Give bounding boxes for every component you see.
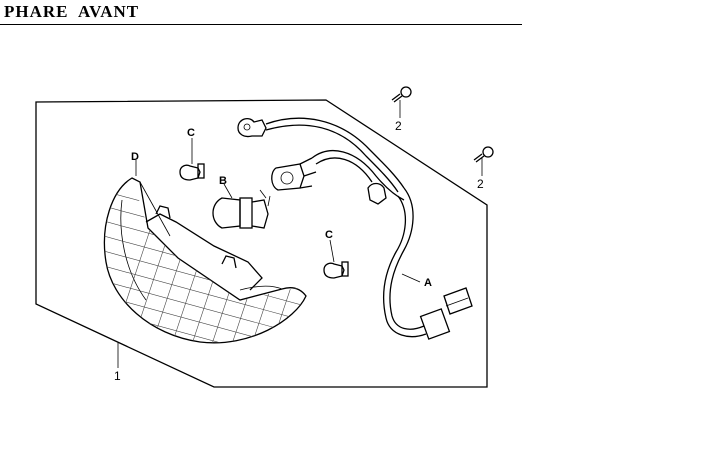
callout-b: B [219, 175, 227, 187]
page-title: PHARE AVANT [4, 2, 140, 21]
callout-c-top: C [187, 127, 195, 139]
headlight-bulb [212, 189, 271, 229]
small-bulb-middle [323, 261, 349, 279]
assembly-frame [35, 99, 488, 388]
small-bulb-top [179, 163, 205, 181]
screw-top [391, 86, 412, 103]
callout-c-mid: C [325, 229, 333, 241]
screw-right [473, 146, 494, 163]
leader-b [223, 183, 233, 199]
bulb-socket [271, 157, 317, 191]
leader-c-mid [329, 239, 335, 263]
wiring-harness [265, 117, 473, 340]
leader-a [401, 273, 421, 283]
callout-one: 1 [114, 369, 121, 383]
callout-two-right: 2 [477, 177, 484, 191]
title-underline [0, 24, 522, 25]
position-lamp-socket [237, 117, 267, 138]
callout-two-top: 2 [395, 119, 402, 133]
callout-a: A [424, 277, 432, 289]
callout-d: D [131, 151, 139, 163]
headlight-lens [103, 177, 307, 344]
